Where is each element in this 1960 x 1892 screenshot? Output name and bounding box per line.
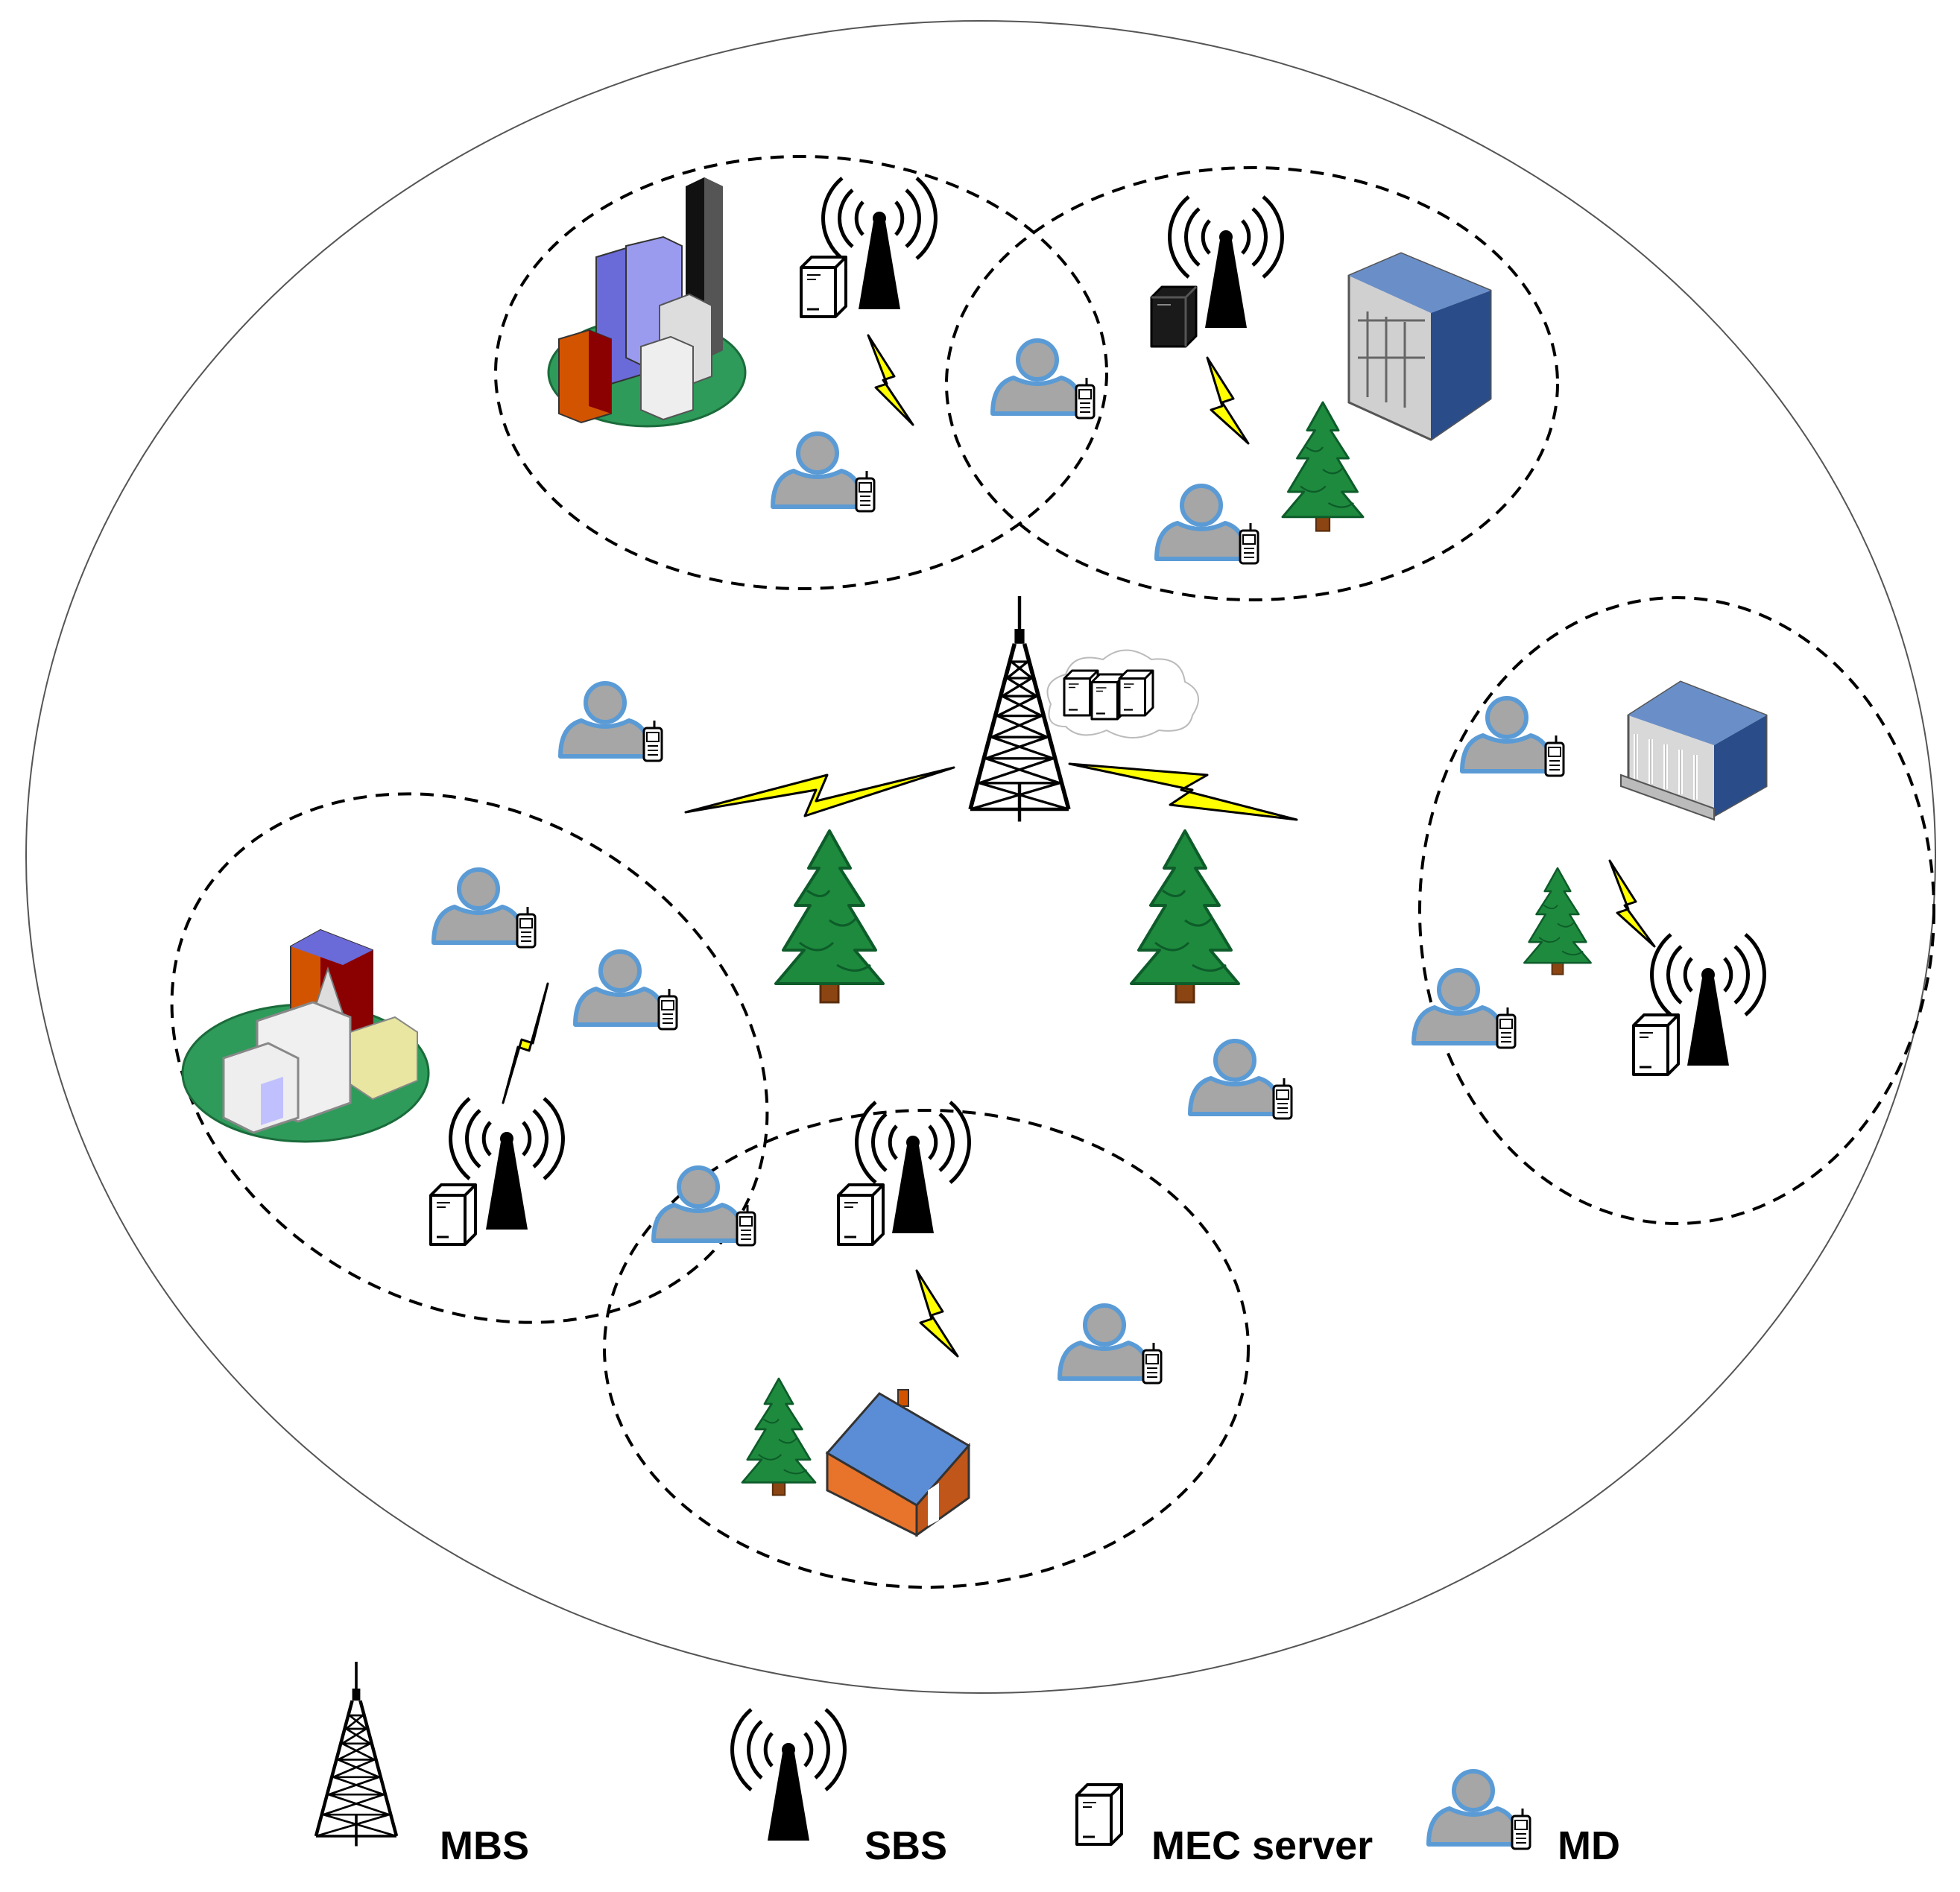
legend-label-sbs: SBS — [864, 1823, 947, 1868]
small-cell-bottom — [603, 1109, 1250, 1589]
lightning-icon — [1068, 762, 1298, 821]
legend-item-mec: MEC server — [1075, 1783, 1373, 1868]
mec-server-icon — [429, 1183, 477, 1246]
tree-icon — [774, 829, 885, 1004]
md-user-icon — [654, 1168, 755, 1245]
wireless-link-icons — [502, 334, 1656, 1358]
mec-server-icon — [1075, 1783, 1123, 1846]
bank-building-icon — [1620, 680, 1768, 821]
small-cell-right — [1418, 596, 1935, 1225]
md-user-icon — [1414, 970, 1515, 1048]
md-user-icon — [1157, 486, 1258, 563]
lightning-icon — [1608, 859, 1656, 948]
city-buildings-icon — [547, 177, 747, 428]
legend: MBS SBS MEC server MD — [316, 1662, 1620, 1868]
mec-server-icon — [800, 256, 847, 318]
house-icon — [825, 1389, 971, 1537]
legend-label-mec: MEC server — [1151, 1823, 1373, 1868]
small-cell-top-left — [494, 155, 1108, 590]
md-user-icon — [1429, 1771, 1530, 1849]
tree-icon — [1130, 829, 1240, 1004]
legend-item-md: MD — [1429, 1771, 1620, 1868]
md-user-icon — [773, 434, 874, 511]
md-user-icon — [575, 952, 677, 1029]
lightning-icon — [915, 1269, 959, 1358]
small-cell-boundaries — [170, 155, 1935, 1589]
tree-icon — [1281, 401, 1365, 532]
tree-icon — [741, 1377, 817, 1496]
legend-label-md: MD — [1558, 1823, 1620, 1868]
lightning-icon — [867, 334, 914, 426]
lightning-icon — [502, 982, 549, 1104]
mec-server-icon — [837, 1183, 885, 1246]
legend-item-mbs: MBS — [316, 1662, 529, 1868]
md-user-icon — [434, 870, 535, 947]
md-user-icon — [560, 683, 662, 761]
sbs-tower-icon — [733, 1709, 845, 1841]
md-user-icon — [1190, 1041, 1292, 1119]
lightning-icon — [684, 766, 955, 817]
church-icon — [181, 928, 430, 1143]
mec-server-icon — [1150, 285, 1198, 348]
mbs-tower-icon — [316, 1662, 396, 1847]
lightning-icon — [1206, 356, 1250, 445]
legend-item-sbs: SBS — [733, 1709, 947, 1868]
legend-label-mbs: MBS — [440, 1823, 529, 1868]
md-user-icon — [1060, 1306, 1161, 1383]
office-building-icon — [1347, 252, 1492, 441]
cloud-server-cluster-icon — [1046, 649, 1199, 738]
macro-cell-boundary — [25, 20, 1936, 1694]
small-cell-top-right — [945, 166, 1559, 601]
tree-icon — [1523, 867, 1592, 975]
md-user-icon — [1462, 698, 1564, 776]
md-user-icon — [993, 341, 1094, 418]
mec-server-icon — [1632, 1013, 1680, 1076]
